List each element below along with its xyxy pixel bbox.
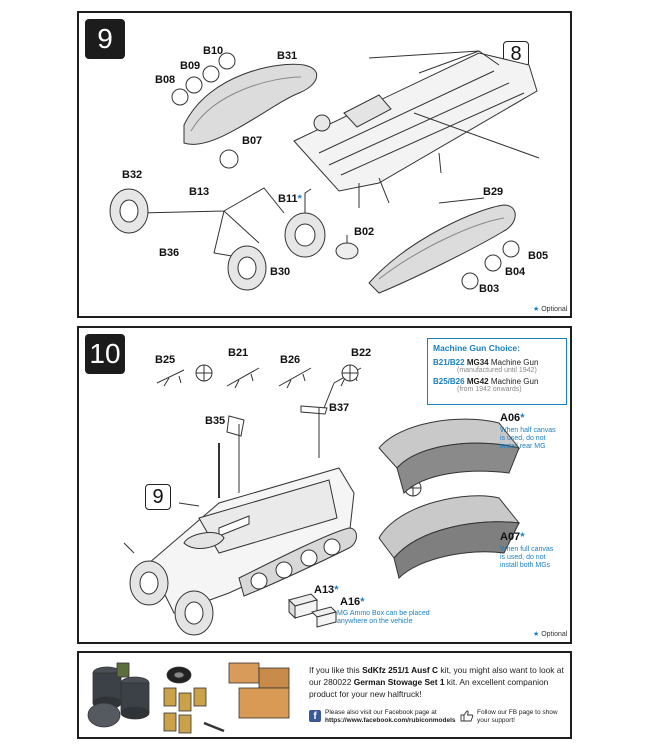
note-a07: When full canvas is used, do not install… (500, 546, 554, 569)
step-10-panel: 10 9 Machine Gun Choice: B21/B22 MG34 Ma… (77, 326, 572, 644)
label-b07: B07 (242, 135, 263, 147)
label-a06: A06* (500, 412, 525, 424)
step-10-illustration (123, 364, 521, 636)
facebook-visit-text: Please also visit our Facebook page at h… (325, 709, 456, 724)
label-a07: A07* (500, 531, 525, 543)
stowage-set-image (87, 662, 290, 734)
step-9-illustration (109, 50, 540, 294)
label-b08: B08 (155, 74, 176, 86)
label-b29: B29 (483, 186, 504, 198)
label-b37: B37 (329, 402, 350, 414)
label-b02: B02 (354, 226, 375, 238)
step-9-panel: 9 8 (77, 11, 572, 318)
label-b31: B31 (277, 50, 298, 62)
label-b26: B26 (280, 354, 301, 366)
label-b05: B05 (528, 250, 549, 262)
mg-option-mg34: B21/B22 MG34 Machine Gun (433, 358, 539, 367)
reference-step-box: 9 (145, 484, 171, 510)
step-number: 9 (85, 19, 125, 59)
optional-legend: ★ Optional (533, 631, 568, 638)
label-b32: B32 (122, 169, 143, 181)
label-b25: B25 (155, 354, 176, 366)
step-number: 10 (85, 334, 125, 374)
product-advert-panel: If you like this SdKfz 251/1 Ausf C kit,… (77, 651, 572, 739)
label-b04: B04 (505, 266, 526, 278)
label-a16: A16* (340, 596, 365, 608)
label-b11: B11* (278, 193, 302, 205)
note-a16: MG Ammo Box can be placed anywhere on th… (337, 610, 430, 625)
label-b09: B09 (180, 60, 201, 72)
advert-text: If you like this SdKfz 251/1 Ausf C kit,… (309, 665, 564, 699)
mg-option-mg42: B25/B26 MG42 Machine Gun (433, 377, 539, 386)
label-b22: B22 (351, 347, 372, 359)
mg-option-mg42-note: (from 1942 onwards) (457, 386, 522, 393)
thumbs-up-icon (460, 710, 474, 722)
label-b36: B36 (159, 247, 180, 259)
facebook-url[interactable]: https://www.facebook.com/rubiconmodels (325, 717, 456, 724)
optional-legend: ★ Optional (533, 306, 568, 313)
machine-gun-choice-title: Machine Gun Choice: (433, 343, 520, 353)
label-b03: B03 (479, 283, 500, 295)
label-b10: B10 (203, 45, 224, 57)
label-a13: A13* (314, 584, 339, 596)
mg-option-mg34-note: (manufactured until 1942) (457, 367, 537, 374)
label-b35: B35 (205, 415, 226, 427)
facebook-icon: f (309, 710, 321, 722)
follow-text: Follow our FB page to show your support! (477, 709, 558, 724)
label-b30: B30 (270, 266, 291, 278)
label-b21: B21 (228, 347, 249, 359)
label-b13: B13 (189, 186, 210, 198)
machine-gun-choice-box: Machine Gun Choice: B21/B22 MG34 Machine… (427, 338, 567, 405)
note-a06: When half canvas is used, do not install… (500, 427, 556, 450)
